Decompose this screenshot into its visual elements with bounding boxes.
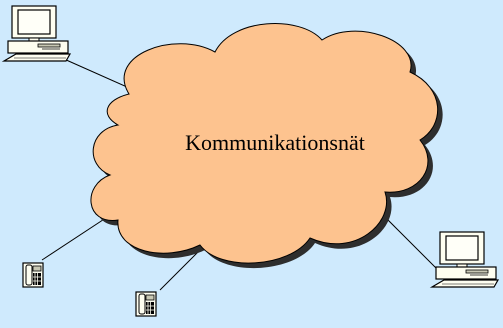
- computer-icon: [3, 5, 71, 62]
- cloud-label: Kommunikationsnät: [185, 130, 365, 155]
- telephone-icon: [22, 262, 44, 288]
- computer-icon: [431, 231, 499, 288]
- telephone-icon: [135, 291, 157, 317]
